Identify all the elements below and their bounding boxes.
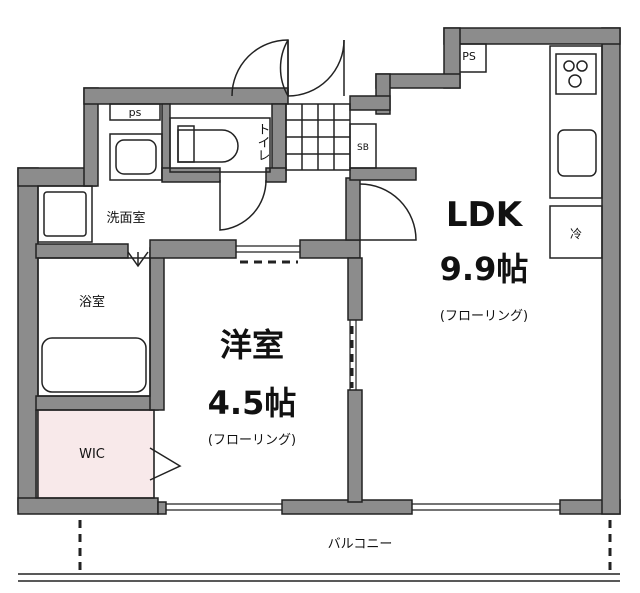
- bathroom-label: 浴室: [79, 294, 105, 310]
- western-floor: (フローリング): [208, 433, 296, 448]
- wic-label: WIC: [79, 447, 105, 462]
- ldk-size: 9.9帖: [440, 250, 529, 288]
- sliding-tracks: [153, 245, 560, 511]
- sb-label: SB: [357, 143, 369, 153]
- ldk-floor: (フローリング): [440, 309, 528, 324]
- wic-area: [36, 410, 154, 498]
- ps-left-label: ps: [129, 106, 142, 119]
- toilet-label: トイレ: [255, 123, 270, 162]
- outline-lines: [18, 43, 620, 582]
- western-size: 4.5帖: [208, 384, 297, 422]
- ldk-name: LDK: [446, 195, 524, 235]
- door-swings: [219, 39, 417, 241]
- dashed-lines: [78, 260, 612, 574]
- ps-top-label: PS: [462, 50, 476, 63]
- balcony-label: バルコニー: [328, 537, 393, 552]
- washroom-label: 洗面室: [106, 210, 145, 226]
- fridge-label: 冷: [570, 227, 582, 241]
- western-name: 洋室: [220, 326, 284, 364]
